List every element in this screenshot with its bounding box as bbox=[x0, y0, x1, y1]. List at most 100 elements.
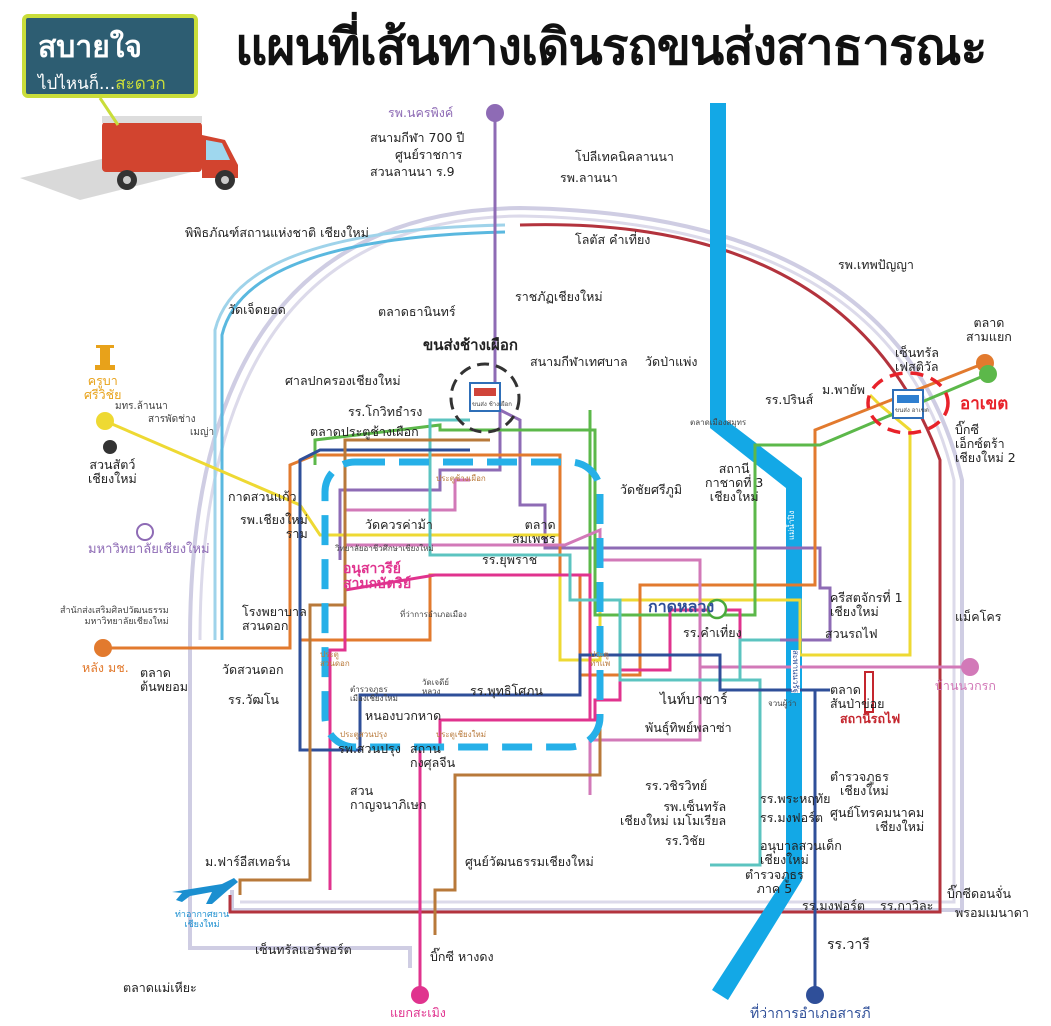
terminal-label: บ้านนวกรก bbox=[935, 678, 996, 693]
stop-label: รร.วิชัย bbox=[665, 833, 706, 848]
stop-label: พันธุ์ทิพย์พลาซ่า bbox=[645, 720, 732, 735]
gate-label: ประตูสวนปรุง bbox=[340, 730, 387, 739]
station-icon-label: ขนส่ง อาเขต bbox=[895, 407, 929, 414]
bus-icon bbox=[897, 395, 919, 403]
songthaew-truck-illustration bbox=[20, 97, 238, 200]
station-label: สถานีรถไฟ bbox=[840, 711, 901, 726]
outer-ring-route-lavender bbox=[188, 205, 964, 968]
stop-label: บิ๊กซีดอนจั่น bbox=[947, 886, 1012, 901]
teal-route-line bbox=[428, 418, 780, 867]
stop-label: พิพิธภัณฑ์สถานแห่งชาติ เชียงใหม่ bbox=[185, 225, 369, 240]
terminal-label: ที่ว่าการอำเภอสารภี bbox=[750, 1006, 871, 1022]
stop-label: ตลาด สันป่าข่อย bbox=[830, 682, 885, 711]
arcade-bus-icon bbox=[892, 389, 924, 419]
stop-label: เซ็นทรัลแอร์พอร์ต bbox=[255, 942, 352, 957]
bridge-label: สะพานนวรัฐ bbox=[791, 650, 800, 694]
stop-label: วัดเจดีย์ หลวง bbox=[422, 678, 449, 696]
stop-label: ราชภัฏเชียงใหม่ bbox=[515, 289, 603, 304]
arcade-highlight bbox=[866, 371, 950, 435]
stop-label: ตลาดประตูช้างเผือก bbox=[310, 424, 419, 439]
stop-label: ม.พายัพ bbox=[822, 382, 866, 397]
zoo-icon bbox=[103, 440, 117, 454]
chang-phuak-highlight bbox=[449, 362, 521, 434]
stop-label: วัดชัยศรีภูมิ bbox=[620, 482, 683, 497]
bus-icon bbox=[474, 388, 496, 396]
old-city-moat bbox=[321, 458, 604, 751]
stop-label: รร.พระหฤทัย bbox=[760, 791, 831, 806]
stop-label: บิ๊กซี เอ็กซ์ตร้า เชียงใหม่ 2 bbox=[955, 422, 1016, 465]
ping-river bbox=[710, 103, 802, 1000]
stop-label: วัดป่าแพ่ง bbox=[645, 354, 698, 369]
logo-line2a: ไปไหนก็... bbox=[38, 74, 116, 94]
chang-phuak-bus-icon bbox=[469, 382, 501, 412]
stop-label: ศูนย์โทรคมนาคม เชียงใหม่ bbox=[830, 805, 925, 834]
market-icon bbox=[706, 598, 728, 620]
stop-label: ครีสตจักรที่ 1 เชียงใหม่ bbox=[830, 590, 903, 619]
lightblue-route-line bbox=[213, 223, 506, 640]
stop-label: รพ.สวนปรุง bbox=[338, 741, 401, 756]
stop-label: วัดสวนดอก bbox=[222, 662, 284, 677]
station-label: อาเขต bbox=[960, 394, 1009, 414]
stop-label: ศูนย์ราชการ bbox=[395, 147, 463, 162]
navy-route-line bbox=[298, 448, 830, 995]
stop-label: สถาน กงศุลจีน bbox=[410, 741, 456, 770]
stop-label: รพ.ลานนา bbox=[560, 170, 618, 185]
terminal-label: ครูบา ศรีวิชัย bbox=[84, 373, 122, 402]
stop-label: สารพัดช่าง bbox=[148, 414, 196, 425]
terminal-dot-navy bbox=[806, 986, 824, 1004]
stop-label: ตลาดเมืองสมุทร bbox=[690, 418, 747, 427]
stop-label: รร.วารี bbox=[827, 937, 870, 953]
stop-label: รร.คำเที่ยง bbox=[683, 625, 742, 640]
stop-label: สนามกีฬา 700 ปี bbox=[370, 130, 465, 145]
stop-label: ไนท์บาซาร์ bbox=[660, 692, 728, 708]
stop-label: รร.ปรินส์ bbox=[765, 392, 814, 407]
terminal-label: แยกสะเมิง bbox=[390, 1005, 446, 1020]
gate-label: ประตูช้างเผือก bbox=[436, 474, 486, 483]
stop-label: รพ.เชียงใหม่ ราม bbox=[240, 512, 308, 541]
logo-line2b: สะดวก bbox=[115, 74, 166, 94]
terminal-dot-purple bbox=[486, 104, 504, 122]
stop-label: รร.วชิรวิทย์ bbox=[645, 778, 708, 793]
stop-label: ตลาด ต้นพยอม bbox=[140, 665, 188, 694]
stop-label: วัดเจ็ดยอด bbox=[228, 302, 286, 317]
stop-label: โรงพยาบาล สวนดอก bbox=[242, 604, 307, 633]
stop-label: สวนสัตว์ เชียงใหม่ bbox=[88, 457, 137, 486]
stop-label: จวนผู้ว่า bbox=[768, 699, 797, 708]
stop-label: ศูนย์วัฒนธรรมเชียงใหม่ bbox=[465, 854, 594, 869]
terminal-label: รพ.นครพิงค์ bbox=[388, 105, 454, 120]
stop-label: แม็คโคร bbox=[955, 609, 1002, 624]
stop-label: ที่ว่าการอำเภอเมือง bbox=[400, 610, 467, 619]
stop-label: เซ็นทรัล เฟสติวัล bbox=[895, 345, 939, 374]
stop-label: วิทยาลัยอาชีวศึกษาเชียงใหม่ bbox=[335, 544, 434, 553]
logo-line1: สบายใจ bbox=[38, 30, 143, 65]
gate-label: ประตูเชียงใหม่ bbox=[436, 730, 487, 739]
stop-label: สวนลานนา ร.9 bbox=[370, 164, 455, 179]
pink-route-line bbox=[343, 478, 970, 795]
airplane-icon bbox=[172, 878, 238, 904]
terminal-dot-yellow bbox=[96, 412, 114, 430]
station-label: กาดหลวง bbox=[648, 597, 715, 616]
monument-icon bbox=[95, 345, 115, 370]
stop-label: ม.ฟาร์อีสเทอร์น bbox=[205, 854, 291, 869]
stop-label: สถานี กาชาดที่ 3 เชียงใหม่ bbox=[705, 461, 764, 504]
terminal-dot-orange bbox=[94, 639, 112, 657]
river-label: แม่น้ำปิง bbox=[787, 510, 796, 540]
terminal-dot-green-east bbox=[979, 365, 997, 383]
stop-label: รพ.เซ็นทรัล เชียงใหม่ เมโมเรียล bbox=[620, 799, 727, 828]
terminal-label: หลัง มช. bbox=[82, 660, 129, 675]
stop-label: ตำรวจภูธร เชียงใหม่ bbox=[830, 769, 889, 798]
stop-label: มทร.ล้านนา bbox=[115, 401, 168, 412]
stop-label: สวนรถไฟ bbox=[825, 626, 878, 641]
gate-label: ประตู สวนดอก bbox=[320, 650, 350, 668]
station-icon-label: ขนส่ง ช้างเผือก bbox=[472, 401, 512, 408]
stop-label: บิ๊กซี หางดง bbox=[430, 949, 494, 964]
stop-label: รร.มงฟอร์ต bbox=[760, 810, 823, 825]
stop-label: สนามกีฬาเทศบาล bbox=[530, 354, 628, 369]
stop-label: ตำรวจภูธร ภาค 5 bbox=[745, 867, 804, 896]
stop-label: รร.โกวิทธำรง bbox=[348, 404, 423, 419]
stop-label: ตลาดธานินทร์ bbox=[378, 304, 456, 319]
station-label: ขนส่งช้างเผือก bbox=[423, 336, 518, 354]
stop-label: รร.พุทธิโศภน bbox=[470, 683, 543, 698]
stop-label: ตำรวจภูธร เมืองเชียงใหม่ bbox=[350, 685, 398, 703]
